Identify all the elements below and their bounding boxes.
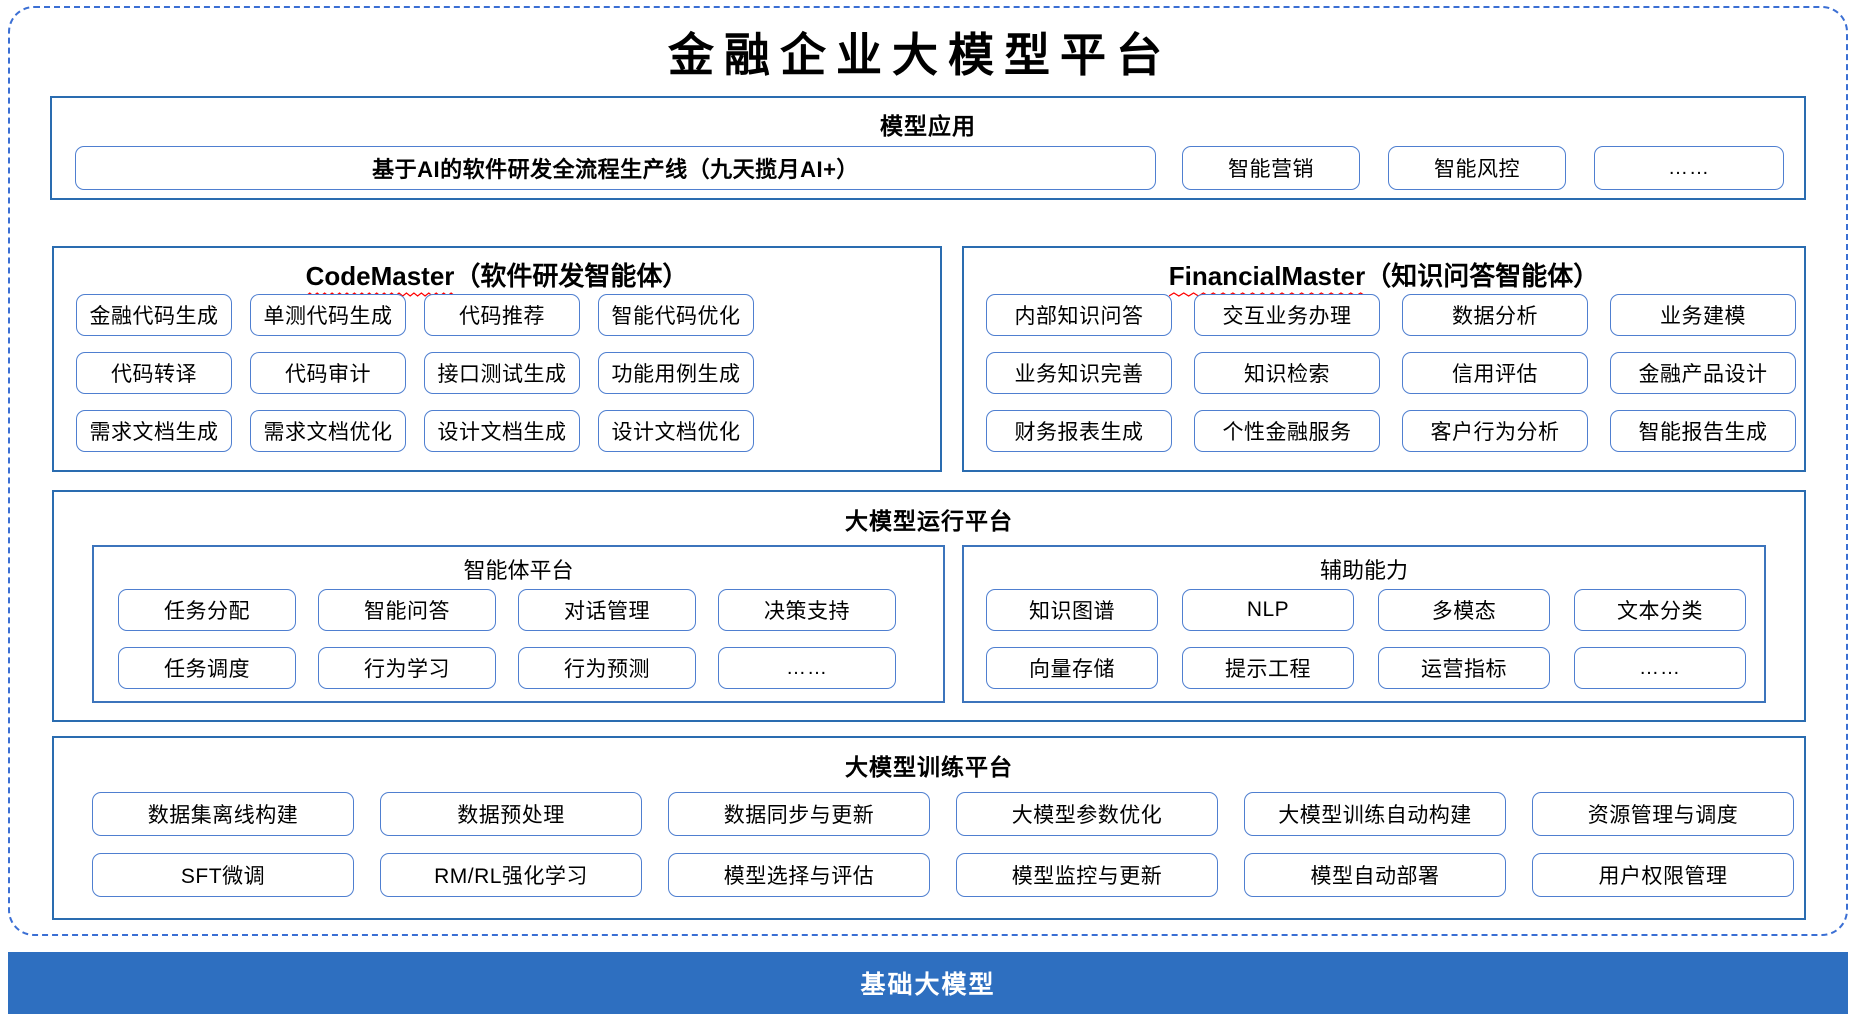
code-master-item-0[interactable]: 金融代码生成 bbox=[76, 294, 232, 336]
code-master-item-8[interactable]: 需求文档生成 bbox=[76, 410, 232, 452]
code-master-item-5[interactable]: 代码审计 bbox=[250, 352, 406, 394]
financial-master-item-0[interactable]: 内部知识问答 bbox=[986, 294, 1172, 336]
auxiliary-item-1[interactable]: NLP bbox=[1182, 589, 1354, 631]
page-title: 金融企业大模型平台 bbox=[668, 28, 1172, 82]
auxiliary-item-7[interactable]: …… bbox=[1574, 647, 1746, 689]
training-item-5[interactable]: 资源管理与调度 bbox=[1532, 792, 1794, 836]
code-master-item-9[interactable]: 需求文档优化 bbox=[250, 410, 406, 452]
subsection-title-auxiliary-capability: 辅助能力 bbox=[1319, 558, 1408, 583]
financial-master-name: FinancialMaster bbox=[1168, 261, 1366, 291]
auxiliary-item-6[interactable]: 运营指标 bbox=[1378, 647, 1550, 689]
training-item-4[interactable]: 大模型训练自动构建 bbox=[1244, 792, 1506, 836]
foundation-model-bar: 基础大模型 bbox=[8, 952, 1848, 1014]
auxiliary-item-5[interactable]: 提示工程 bbox=[1182, 647, 1354, 689]
training-item-10[interactable]: 模型自动部署 bbox=[1244, 853, 1506, 897]
code-master-item-1[interactable]: 单测代码生成 bbox=[250, 294, 406, 336]
code-master-item-3[interactable]: 智能代码优化 bbox=[598, 294, 754, 336]
auxiliary-item-4[interactable]: 向量存储 bbox=[986, 647, 1158, 689]
training-item-8[interactable]: 模型选择与评估 bbox=[668, 853, 930, 897]
agent-platform-item-0[interactable]: 任务分配 bbox=[118, 589, 296, 631]
training-item-6[interactable]: SFT微调 bbox=[92, 853, 354, 897]
financial-master-name-spellcheck: FinancialMaster bbox=[1168, 261, 1366, 294]
training-item-3[interactable]: 大模型参数优化 bbox=[956, 792, 1218, 836]
agent-title-code-master: CodeMaster （软件研发智能体） bbox=[54, 256, 940, 294]
code-master-item-10[interactable]: 设计文档生成 bbox=[424, 410, 580, 452]
code-master-item-7[interactable]: 功能用例生成 bbox=[598, 352, 754, 394]
code-master-subtitle: （软件研发智能体） bbox=[454, 261, 689, 291]
subsection-title-agent-platform: 智能体平台 bbox=[463, 558, 574, 583]
financial-master-item-8[interactable]: 财务报表生成 bbox=[986, 410, 1172, 452]
training-item-11[interactable]: 用户权限管理 bbox=[1532, 853, 1794, 897]
agent-title-financial-master: FinancialMaster （知识问答智能体） bbox=[964, 256, 1804, 294]
auxiliary-item-0[interactable]: 知识图谱 bbox=[986, 589, 1158, 631]
app-item-ai-pipeline[interactable]: 基于AI的软件研发全流程生产线（九天揽月AI+） bbox=[75, 146, 1156, 190]
agent-platform-item-5[interactable]: 行为学习 bbox=[318, 647, 496, 689]
auxiliary-item-3[interactable]: 文本分类 bbox=[1574, 589, 1746, 631]
section-title-training-platform: 大模型训练平台 bbox=[845, 754, 1013, 780]
app-item-more[interactable]: …… bbox=[1594, 146, 1784, 190]
financial-master-subtitle: （知识问答智能体） bbox=[1365, 261, 1600, 291]
training-item-0[interactable]: 数据集离线构建 bbox=[92, 792, 354, 836]
financial-master-item-7[interactable]: 金融产品设计 bbox=[1610, 352, 1796, 394]
agent-platform-item-3[interactable]: 决策支持 bbox=[718, 589, 896, 631]
section-title-model-application: 模型应用 bbox=[880, 113, 976, 139]
training-item-1[interactable]: 数据预处理 bbox=[380, 792, 642, 836]
financial-master-item-4[interactable]: 业务知识完善 bbox=[986, 352, 1172, 394]
section-title-runtime-platform: 大模型运行平台 bbox=[845, 508, 1013, 534]
agent-platform-item-6[interactable]: 行为预测 bbox=[518, 647, 696, 689]
code-master-item-2[interactable]: 代码推荐 bbox=[424, 294, 580, 336]
training-item-9[interactable]: 模型监控与更新 bbox=[956, 853, 1218, 897]
financial-master-item-11[interactable]: 智能报告生成 bbox=[1610, 410, 1796, 452]
financial-master-item-10[interactable]: 客户行为分析 bbox=[1402, 410, 1588, 452]
code-master-name: CodeMaster bbox=[305, 261, 455, 291]
code-master-item-11[interactable]: 设计文档优化 bbox=[598, 410, 754, 452]
code-master-item-6[interactable]: 接口测试生成 bbox=[424, 352, 580, 394]
app-item-smart-marketing[interactable]: 智能营销 bbox=[1182, 146, 1360, 190]
financial-master-item-9[interactable]: 个性金融服务 bbox=[1194, 410, 1380, 452]
training-item-7[interactable]: RM/RL强化学习 bbox=[380, 853, 642, 897]
financial-master-item-2[interactable]: 数据分析 bbox=[1402, 294, 1588, 336]
financial-master-item-1[interactable]: 交互业务办理 bbox=[1194, 294, 1380, 336]
agent-platform-item-1[interactable]: 智能问答 bbox=[318, 589, 496, 631]
agent-platform-item-7[interactable]: …… bbox=[718, 647, 896, 689]
code-master-item-4[interactable]: 代码转译 bbox=[76, 352, 232, 394]
financial-master-item-6[interactable]: 信用评估 bbox=[1402, 352, 1588, 394]
foundation-model-label: 基础大模型 bbox=[860, 971, 996, 999]
agent-platform-item-2[interactable]: 对话管理 bbox=[518, 589, 696, 631]
training-item-2[interactable]: 数据同步与更新 bbox=[668, 792, 930, 836]
app-item-smart-risk-control[interactable]: 智能风控 bbox=[1388, 146, 1566, 190]
auxiliary-item-2[interactable]: 多模态 bbox=[1378, 589, 1550, 631]
agent-platform-item-4[interactable]: 任务调度 bbox=[118, 647, 296, 689]
financial-master-item-3[interactable]: 业务建模 bbox=[1610, 294, 1796, 336]
financial-master-item-5[interactable]: 知识检索 bbox=[1194, 352, 1380, 394]
code-master-name-spellcheck: CodeMaster bbox=[305, 261, 455, 294]
